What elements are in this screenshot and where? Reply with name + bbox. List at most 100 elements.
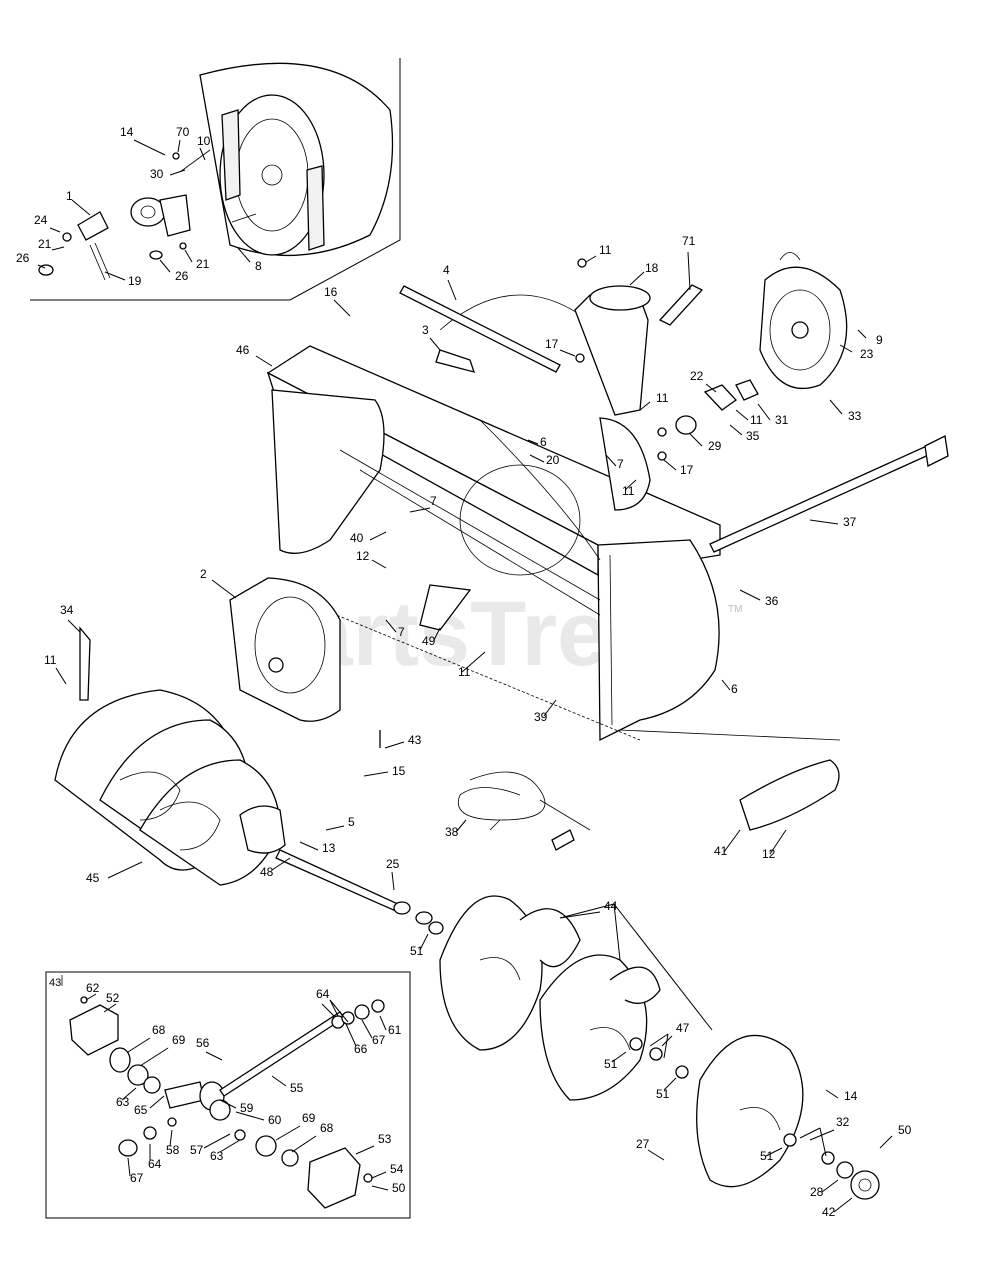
callout-number-68: 68 bbox=[320, 1121, 334, 1135]
callout-number-50: 50 bbox=[392, 1181, 406, 1195]
callout-leader-line bbox=[271, 1075, 287, 1087]
callout-number-69: 69 bbox=[172, 1033, 186, 1047]
callout-leader-line bbox=[355, 1145, 375, 1155]
callout-leader-line bbox=[559, 903, 615, 919]
inset-label: 43 bbox=[49, 977, 61, 989]
callout-leader-line bbox=[687, 251, 691, 291]
callout-leader-line bbox=[529, 454, 545, 463]
callout-number-7: 7 bbox=[430, 494, 437, 508]
callout-leader-line bbox=[613, 903, 713, 1031]
callout-number-40: 40 bbox=[350, 531, 364, 545]
callout-leader-line bbox=[255, 355, 273, 367]
callout-leader-line bbox=[455, 819, 467, 833]
callout-leader-line bbox=[433, 627, 441, 641]
callout-number-39: 39 bbox=[534, 710, 548, 724]
callout-number-23: 23 bbox=[860, 347, 874, 361]
callout-number-50: 50 bbox=[898, 1123, 912, 1137]
callout-number-54: 54 bbox=[390, 1162, 404, 1176]
callout-leader-line bbox=[605, 454, 617, 467]
callout-leader-line bbox=[391, 871, 395, 891]
callout-number-69: 69 bbox=[302, 1111, 316, 1125]
callout-number-22: 22 bbox=[690, 369, 704, 383]
impeller-housing-and-scraper bbox=[229, 577, 841, 831]
callout-leader-line bbox=[833, 1197, 853, 1213]
callout-number-48: 48 bbox=[260, 865, 274, 879]
callout-number-51: 51 bbox=[760, 1149, 774, 1163]
callout-number-26: 26 bbox=[16, 251, 30, 265]
callout-leader-line bbox=[325, 825, 345, 831]
callout-number-55: 55 bbox=[290, 1081, 304, 1095]
callout-number-4: 4 bbox=[443, 263, 450, 277]
callout-number-11: 11 bbox=[656, 391, 669, 405]
callout-number-16: 16 bbox=[324, 285, 338, 299]
callout-leader-line bbox=[169, 169, 186, 176]
callout-leader-line bbox=[127, 1157, 131, 1177]
callout-leader-line bbox=[739, 589, 761, 601]
callout-leader-line bbox=[275, 1125, 301, 1141]
callout-leader-line bbox=[103, 1003, 117, 1013]
callout-leader-line bbox=[371, 559, 387, 569]
callout-number-47: 47 bbox=[676, 1021, 690, 1035]
callout-leader-line bbox=[757, 403, 771, 421]
callout-leader-line bbox=[689, 433, 703, 447]
callout-number-51: 51 bbox=[410, 944, 424, 958]
callout-number-53: 53 bbox=[378, 1132, 392, 1146]
callout-leader-line bbox=[329, 999, 349, 1023]
callout-number-11: 11 bbox=[458, 665, 471, 679]
callout-leader-line bbox=[85, 993, 97, 1001]
callout-leader-line bbox=[371, 1171, 387, 1179]
callout-leader-line bbox=[291, 1135, 317, 1153]
callout-number-19: 19 bbox=[128, 274, 142, 288]
callout-number-67: 67 bbox=[372, 1033, 386, 1047]
left-auger-flights bbox=[54, 626, 401, 913]
callout-number-7: 7 bbox=[398, 625, 405, 639]
callout-number-17: 17 bbox=[545, 337, 559, 351]
callout-leader-line bbox=[361, 1019, 373, 1039]
callout-leader-line bbox=[379, 1015, 387, 1031]
callout-number-67: 67 bbox=[130, 1171, 144, 1185]
callout-leader-line bbox=[705, 383, 717, 393]
callout-number-1: 1 bbox=[66, 189, 73, 203]
callout-number-9: 9 bbox=[876, 333, 883, 347]
callout-number-6: 6 bbox=[540, 435, 547, 449]
callout-number-49: 49 bbox=[422, 634, 436, 648]
callout-leader-line bbox=[839, 344, 853, 353]
callout-number-14: 14 bbox=[120, 125, 134, 139]
callout-number-63: 63 bbox=[116, 1095, 130, 1109]
callout-leader-line bbox=[819, 1127, 827, 1157]
callout-number-65: 65 bbox=[134, 1103, 148, 1117]
callout-leader-line bbox=[107, 861, 143, 879]
callout-leader-line bbox=[67, 619, 81, 633]
callout-number-43: 43 bbox=[408, 733, 422, 747]
callout-number-12: 12 bbox=[356, 549, 370, 563]
callout-leader-line bbox=[663, 459, 677, 471]
chute-and-shaft-parts bbox=[399, 252, 949, 553]
callout-leader-line bbox=[149, 1095, 165, 1109]
callout-number-25: 25 bbox=[386, 857, 400, 871]
callout-leader-line bbox=[237, 247, 251, 263]
callout-leader-line bbox=[461, 651, 486, 673]
callout-number-11: 11 bbox=[599, 243, 612, 257]
callout-number-26: 26 bbox=[175, 269, 189, 283]
callout-number-68: 68 bbox=[152, 1023, 166, 1037]
callout-leader-line bbox=[385, 619, 397, 633]
callout-leader-line bbox=[769, 829, 787, 855]
callout-number-51: 51 bbox=[656, 1087, 670, 1101]
callout-number-45: 45 bbox=[86, 871, 100, 885]
callout-leader-line bbox=[409, 507, 431, 513]
callout-number-6: 6 bbox=[731, 682, 738, 696]
callout-number-64: 64 bbox=[148, 1157, 162, 1171]
callout-number-33: 33 bbox=[848, 409, 862, 423]
callout-leader-line bbox=[663, 1077, 677, 1091]
callout-leader-line bbox=[611, 1051, 627, 1063]
callout-number-18: 18 bbox=[645, 261, 659, 275]
callout-leader-line bbox=[169, 1129, 173, 1147]
callout-number-59: 59 bbox=[240, 1101, 254, 1115]
callout-leader-line bbox=[199, 147, 206, 161]
callout-leader-line bbox=[133, 139, 166, 156]
callout-leader-line bbox=[559, 911, 601, 919]
callout-leader-line bbox=[51, 246, 65, 251]
callout-number-51: 51 bbox=[604, 1057, 618, 1071]
callout-leader-line bbox=[345, 1023, 357, 1047]
callout-number-36: 36 bbox=[765, 594, 779, 608]
